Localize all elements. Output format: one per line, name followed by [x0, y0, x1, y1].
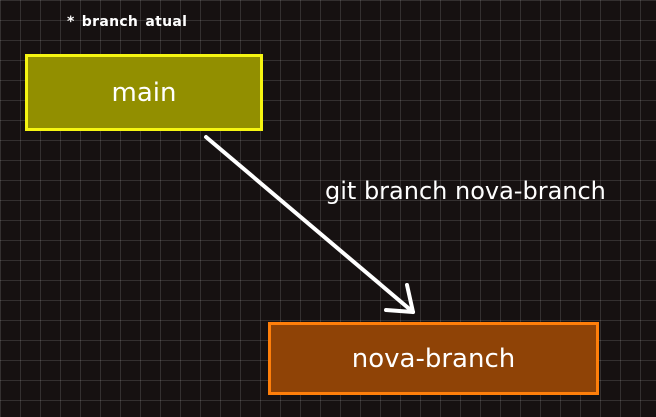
arrow-shaft	[204, 135, 415, 314]
node-nova-branch-label: nova-branch	[351, 343, 516, 374]
node-main-label: main	[111, 77, 177, 108]
arrow-head-icon	[384, 283, 415, 314]
edge-command-label: git branch nova-branch	[325, 177, 606, 205]
current-branch-label: * branch atual	[67, 14, 188, 30]
node-nova-branch[interactable]: nova-branch	[268, 322, 599, 395]
node-main[interactable]: main	[25, 54, 263, 131]
